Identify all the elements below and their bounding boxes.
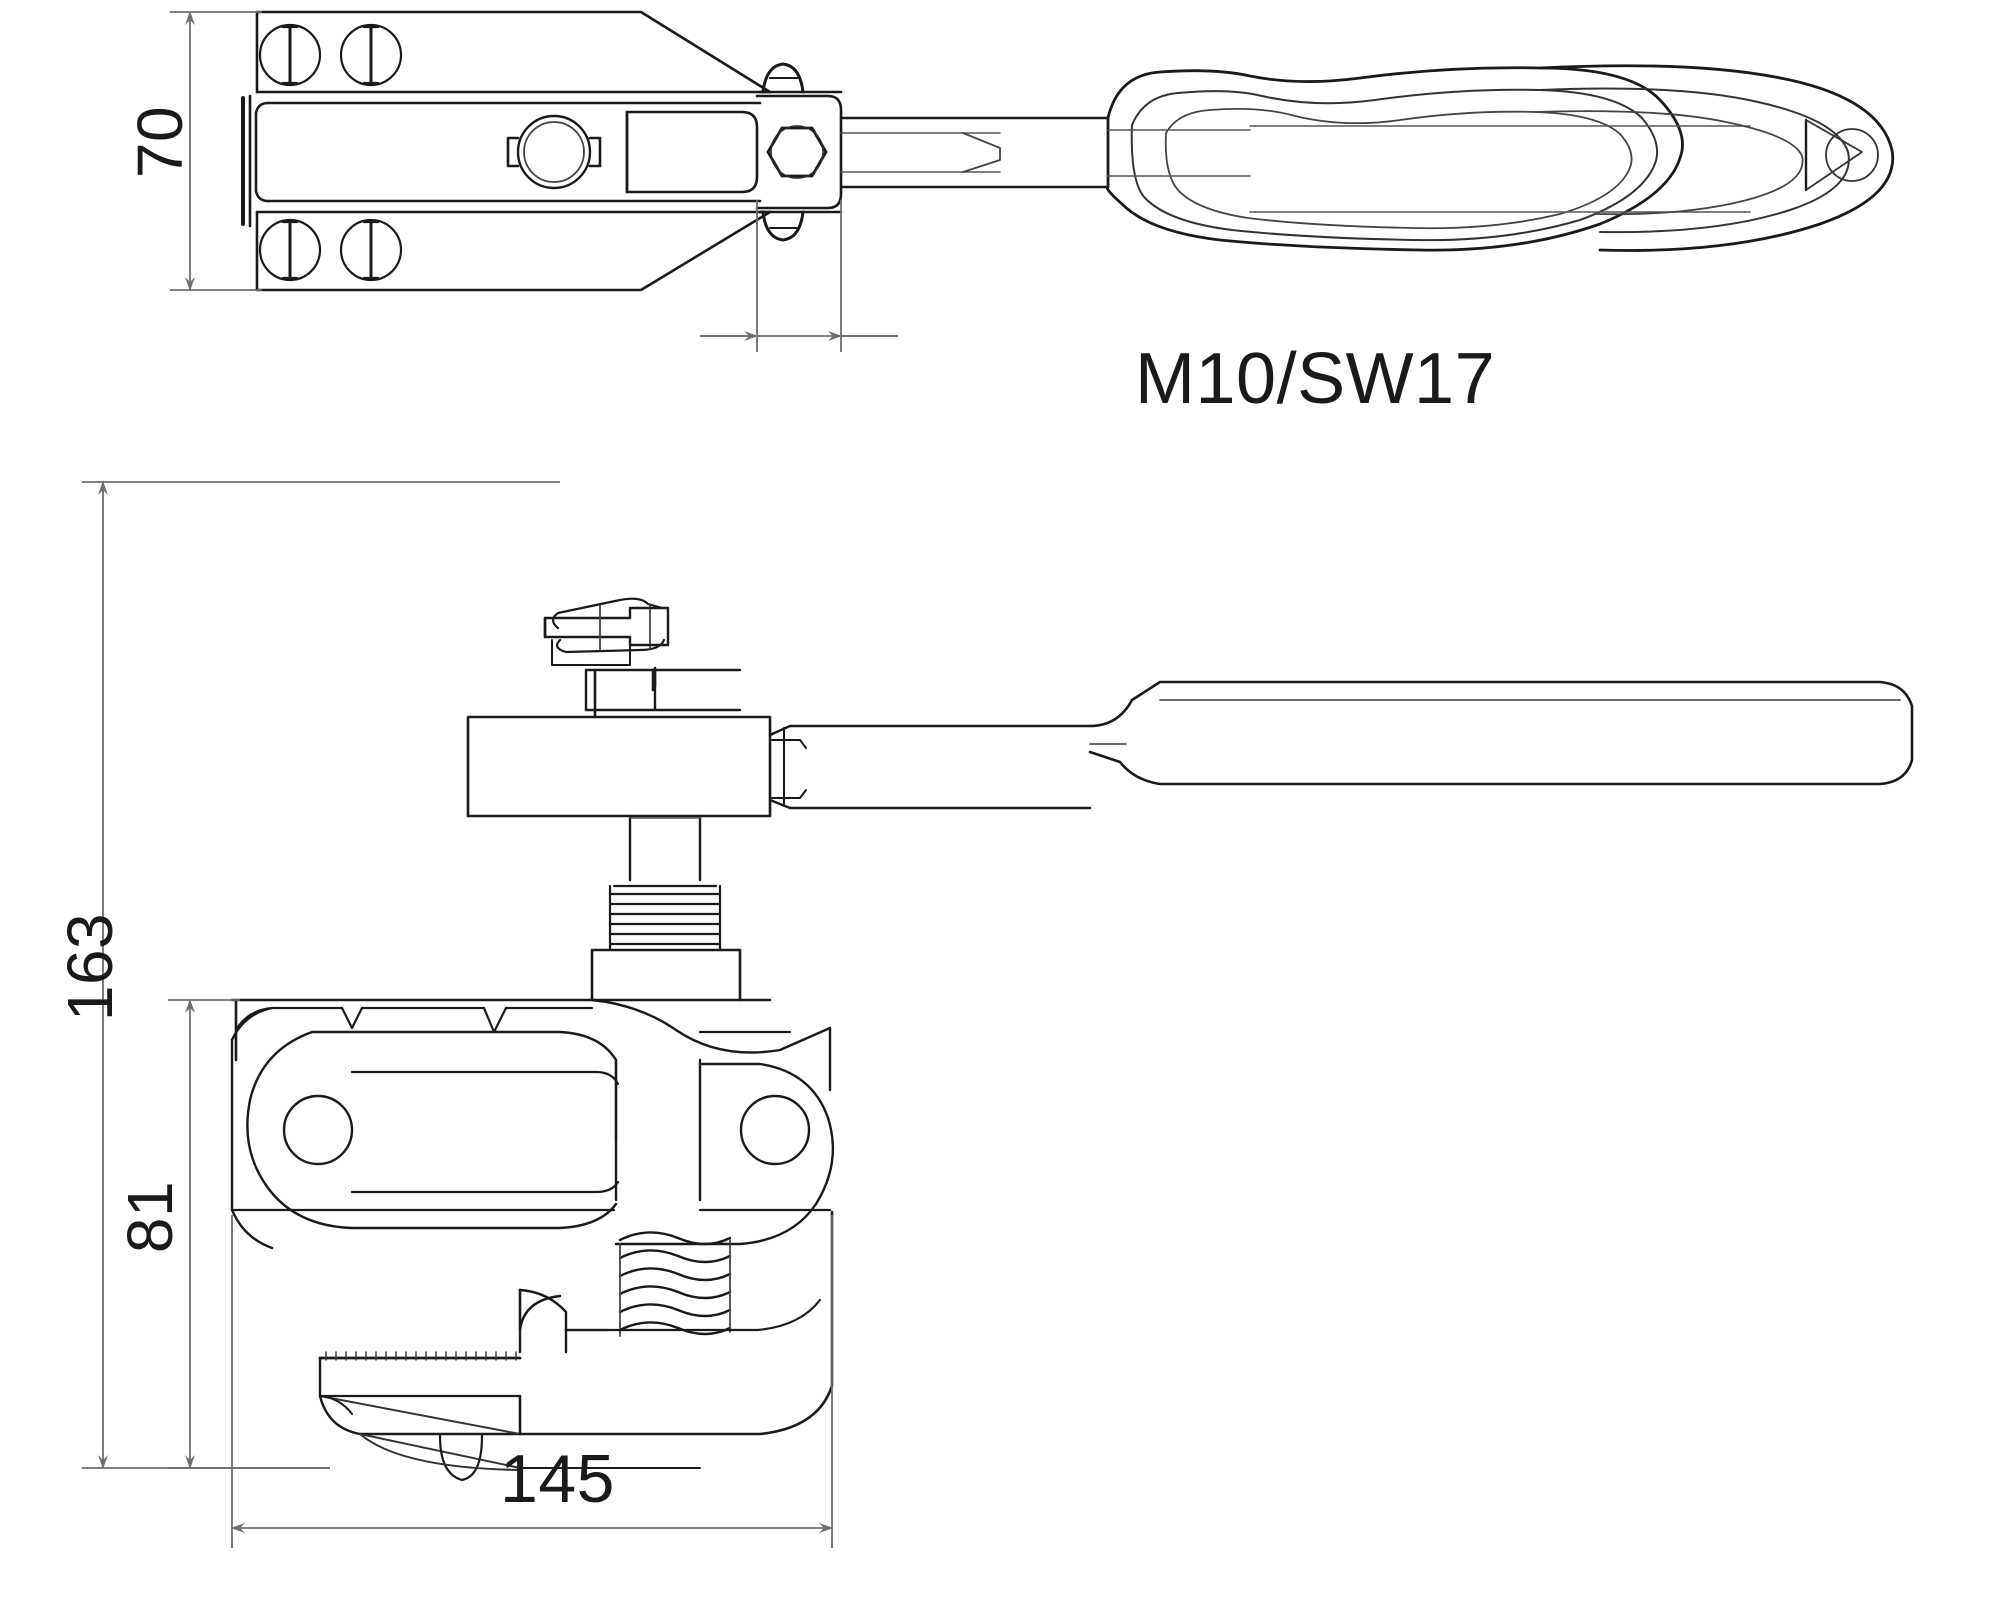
- dimension-label-70: 70: [124, 105, 196, 179]
- dimension-163: [82, 481, 560, 1469]
- top-view-geometry: [241, 10, 1895, 292]
- annotation-thread-spec: M10/SW17: [1135, 339, 1496, 419]
- dimension-70: [170, 11, 262, 291]
- dimension-label-145: 145: [500, 1441, 615, 1517]
- dimension-label-163: 163: [54, 912, 126, 1022]
- dimension-145: [231, 1215, 833, 1548]
- dimension-81: [168, 999, 330, 1469]
- front-view-geometry: [230, 597, 1914, 1482]
- dimension-thread-m10: [700, 200, 898, 352]
- dimension-label-81: 81: [114, 1180, 186, 1254]
